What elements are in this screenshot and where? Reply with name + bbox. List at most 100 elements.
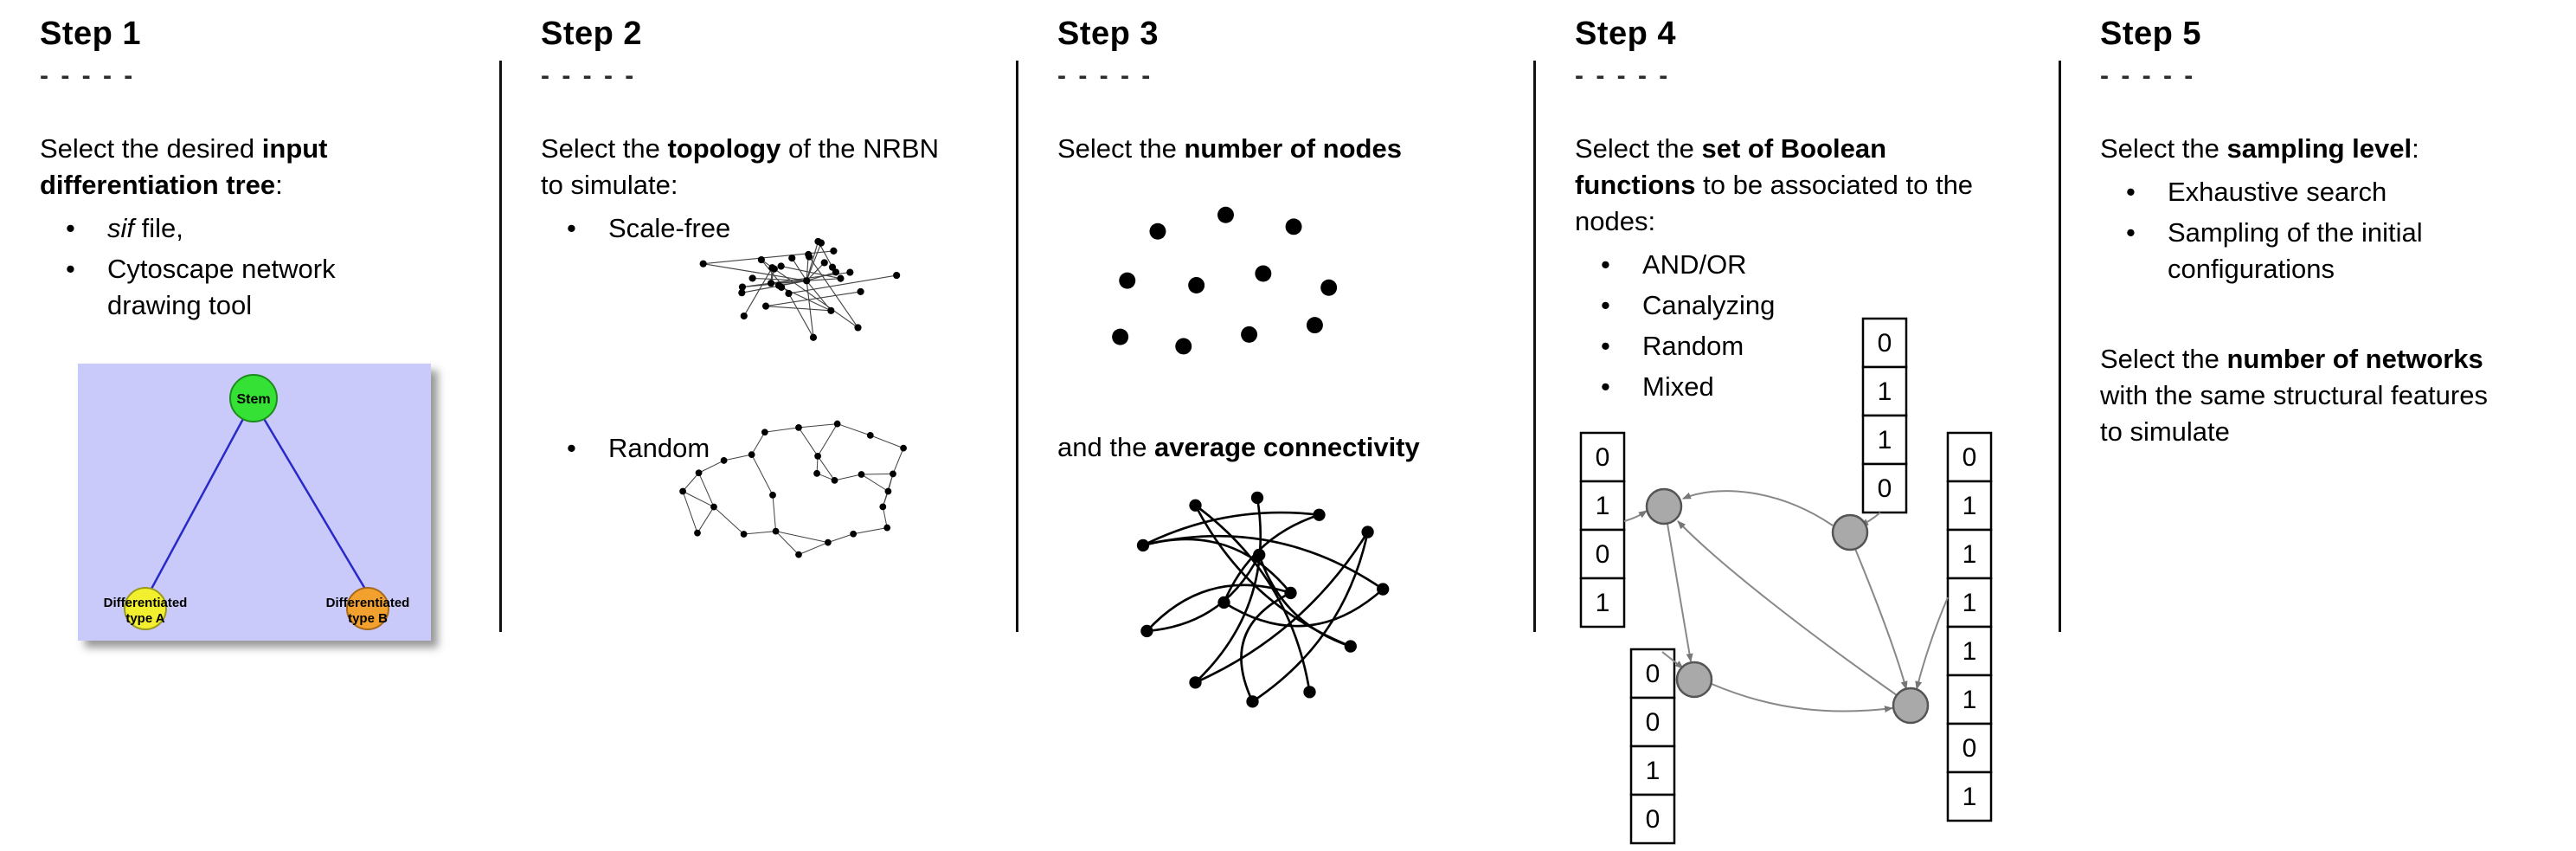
step-1-intro: Select the desired input differentiation…	[40, 131, 484, 203]
nodes-scatter-figure	[1085, 177, 1366, 390]
type-a-label-line1: Differentiated	[104, 596, 188, 610]
svg-text:0: 0	[1596, 443, 1610, 472]
connectivity-network-svg	[1136, 491, 1390, 708]
bullet-text: Exhaustive search	[2168, 177, 2387, 207]
step-5-dashes: - - - - -	[2100, 61, 2196, 90]
differentiated-type-b-node	[346, 587, 389, 630]
step-2-intro: Select the topology of the NRBN to simul…	[541, 131, 956, 203]
bullet-scale-free: Scale-free	[541, 210, 1000, 247]
tree-edge-left	[149, 416, 246, 591]
intro-segment-bold: number of networks	[2226, 344, 2483, 374]
step-4-dashes: - - - - -	[1575, 61, 1671, 90]
scale-free-network-svg	[699, 237, 901, 341]
svg-text:1: 1	[1963, 686, 1977, 714]
scale-free-network-figure	[618, 177, 986, 394]
svg-text:1: 1	[1596, 589, 1610, 617]
random-network-svg	[679, 420, 907, 558]
bullet-text: Random	[608, 433, 710, 463]
step-4-title: Step 4	[1575, 16, 1677, 52]
svg-text:1: 1	[1963, 540, 1977, 569]
svg-text:0: 0	[1646, 805, 1661, 834]
bullet-random-functions: Random	[1575, 328, 2043, 364]
step-5-title: Step 5	[2100, 16, 2202, 52]
svg-text:1: 1	[1878, 377, 1892, 406]
nodes-scatter-svg	[1112, 206, 1338, 355]
intro-segment: with the same structural features to sim…	[2100, 380, 2488, 447]
bullet-exhaustive-search: Exhaustive search	[2100, 174, 2559, 210]
step-3-title: Step 3	[1057, 16, 1160, 52]
intro-segment-bold: topology	[667, 133, 781, 164]
column-divider	[2059, 61, 2061, 632]
intro-segment: Select the	[541, 133, 668, 164]
svg-text:1: 1	[1963, 783, 1977, 811]
step-1-title: Step 1	[40, 16, 142, 52]
step-5-paragraph-2: Select the number of networks with the s…	[2100, 341, 2511, 450]
tree-edge-right	[261, 416, 368, 591]
bullet-italic: sif	[107, 213, 134, 243]
intro-segment: Select the	[1057, 133, 1185, 164]
svg-text:1: 1	[1963, 589, 1977, 617]
step-1-bullet-list: sif file, Cytoscape network drawing tool	[40, 210, 360, 324]
column-divider	[1533, 61, 1536, 632]
type-a-label-line2: type A	[125, 611, 164, 626]
intro-segment: Select the	[2100, 133, 2227, 164]
bullet-random: Random	[541, 430, 818, 467]
step-2-column: Step 2 - - - - - Select the topology of …	[501, 0, 1018, 851]
step-2-bullet-list: Scale-free	[541, 210, 1000, 247]
step-5-column: Step 5 - - - - - Select the sampling lev…	[2060, 0, 2576, 851]
column-divider	[1016, 61, 1018, 632]
differentiation-tree-svg: Stem Differentiated type A Differentiate…	[78, 364, 431, 641]
connectivity-network-figure	[1115, 476, 1400, 720]
bullet-canalyzing: Canalyzing	[1575, 287, 2043, 324]
intro-segment: :	[275, 170, 283, 200]
intro-segment: Select the desired	[40, 133, 262, 164]
step-4-intro: Select the set of Boolean functions to b…	[1575, 131, 2007, 240]
bullet-text: Sampling of the initial configurations	[2168, 217, 2423, 284]
svg-text:0: 0	[1963, 734, 1977, 763]
stem-node	[229, 374, 278, 422]
column-divider	[499, 61, 502, 632]
svg-text:1: 1	[1646, 757, 1661, 785]
differentiation-tree-figure: Stem Differentiated type A Differentiate…	[78, 364, 431, 641]
intro-segment: Select the	[1575, 133, 1702, 164]
svg-text:0: 0	[1646, 660, 1661, 688]
step-5-intro: Select the sampling level:	[2100, 131, 2559, 167]
bullet-cytoscape: Cytoscape network drawing tool	[40, 251, 360, 324]
svg-text:0: 0	[1878, 474, 1892, 503]
svg-text:0: 0	[1596, 540, 1610, 569]
svg-text:1: 1	[1878, 426, 1892, 455]
bullet-text: Scale-free	[608, 213, 731, 243]
intro-segment-bold: sampling level	[2226, 133, 2412, 164]
intro-segment: to be associated to the nodes:	[1575, 170, 1974, 236]
step-3-dashes: - - - - -	[1057, 61, 1153, 90]
type-b-label-line2: type B	[348, 611, 388, 626]
bullet-and-or: AND/OR	[1575, 247, 2043, 283]
svg-text:1: 1	[1963, 637, 1977, 666]
intro-segment: :	[2412, 133, 2419, 164]
svg-text:0: 0	[1963, 443, 1977, 472]
bullet-mixed: Mixed	[1575, 369, 2043, 405]
step-1-dashes: - - - - -	[40, 61, 136, 90]
random-network-figure	[644, 398, 954, 584]
bullet-sampling-initial-configurations: Sampling of the initial configurations	[2100, 215, 2559, 287]
svg-text:0: 0	[1646, 708, 1661, 737]
bullet-text: Canalyzing	[1642, 290, 1776, 320]
step-3-intro-2: and the average connectivity	[1057, 429, 1420, 466]
step-4-column: Step 4 - - - - - Select the set of Boole…	[1535, 0, 2060, 851]
svg-text:1: 1	[1963, 492, 1977, 520]
intro-segment: and the	[1057, 432, 1155, 462]
stem-node-label: Stem	[236, 392, 270, 407]
intro-segment-bold: number of nodes	[1184, 133, 1402, 164]
step-3-column: Step 3 - - - - - Select the number of no…	[1018, 0, 1535, 851]
bullet-text: Cytoscape network drawing tool	[107, 254, 336, 320]
bullet-text: AND/OR	[1642, 249, 1747, 280]
intro-segment: Select the	[2100, 344, 2227, 374]
intro-segment: of the NRBN to simulate:	[541, 133, 939, 200]
step-2-dashes: - - - - -	[541, 61, 637, 90]
intro-segment-bold: input differentiation tree	[40, 133, 328, 200]
type-b-label-line1: Differentiated	[326, 596, 410, 610]
step-2-title: Step 2	[541, 16, 643, 52]
svg-text:1: 1	[1596, 492, 1610, 520]
